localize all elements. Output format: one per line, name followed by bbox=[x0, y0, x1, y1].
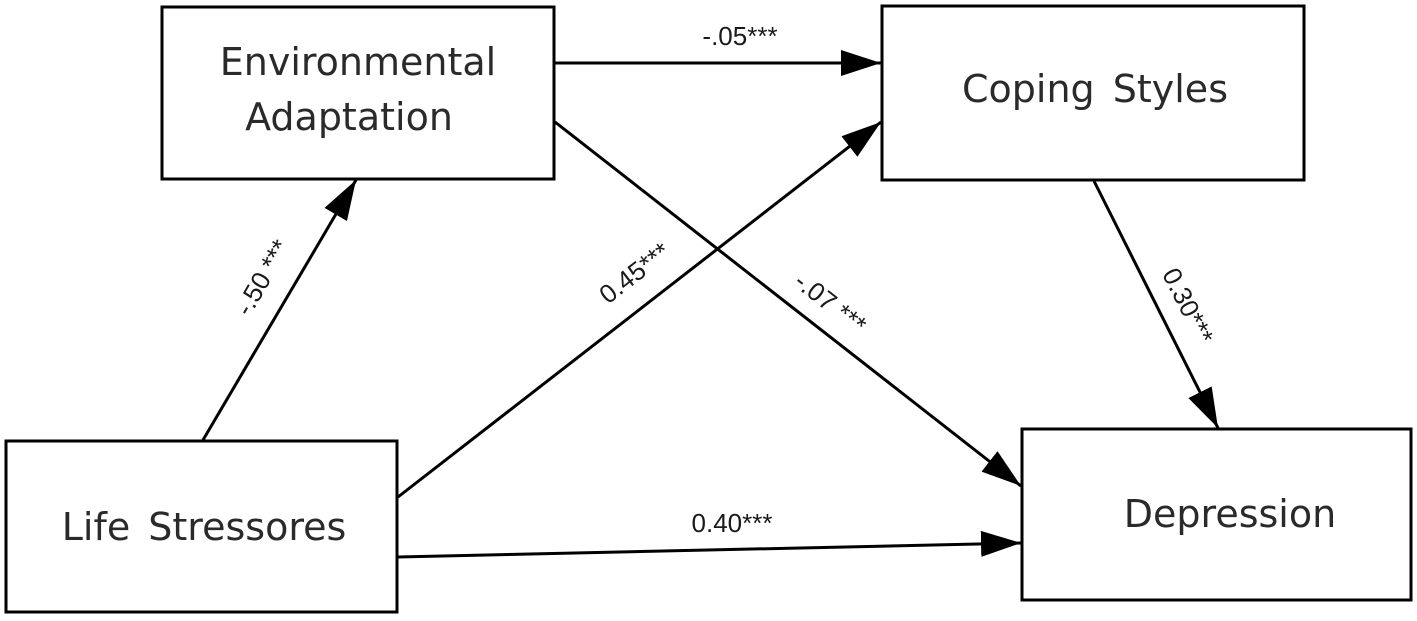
node-box bbox=[880, 4, 1306, 182]
node-label-line1: Environmental bbox=[220, 40, 496, 84]
label-coping-to-depression: 0.30*** bbox=[1156, 263, 1219, 349]
node-environmental-adaptation: Environmental Adaptation bbox=[160, 5, 556, 181]
node-label: Life Stressores bbox=[62, 505, 347, 549]
edge-life-to-env bbox=[201, 179, 358, 441]
node-coping-styles: Coping Styles bbox=[880, 4, 1306, 182]
node-box bbox=[4, 439, 399, 614]
edge-life-to-depression bbox=[397, 530, 1022, 559]
label-life-to-depression: 0.40*** bbox=[692, 508, 773, 538]
edges bbox=[201, 50, 1220, 559]
edge-env-to-depression bbox=[554, 120, 1022, 488]
node-box bbox=[1020, 427, 1413, 602]
node-life-stressores: Life Stressores bbox=[4, 439, 399, 614]
node-depression: Depression bbox=[1020, 427, 1413, 602]
label-env-to-coping: -.05*** bbox=[702, 21, 777, 51]
edge-coping-to-depression bbox=[1092, 180, 1220, 429]
node-label: Coping Styles bbox=[962, 67, 1228, 111]
label-life-to-env: -.50 *** bbox=[229, 234, 296, 320]
node-box bbox=[160, 5, 556, 181]
node-label-line2: Adaptation bbox=[245, 95, 453, 139]
label-life-to-coping: 0.45*** bbox=[593, 236, 675, 309]
node-label: Depression bbox=[1124, 492, 1336, 536]
label-env-to-depression: -.07 *** bbox=[789, 266, 872, 340]
edge-life-to-coping bbox=[397, 120, 882, 499]
